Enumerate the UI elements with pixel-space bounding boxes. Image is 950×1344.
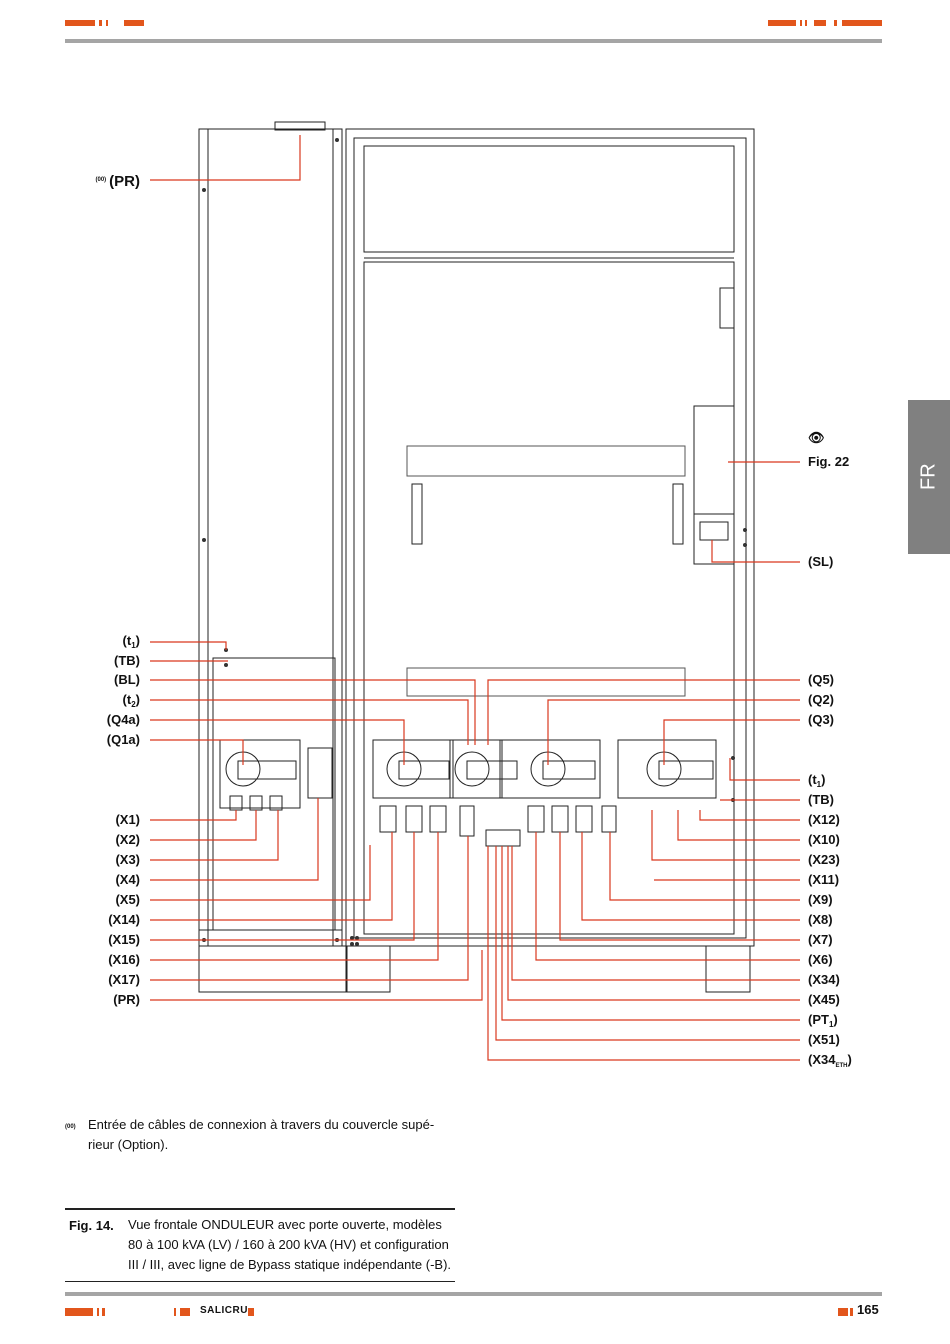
label-x11: (X11) [808, 872, 840, 887]
page-number: 165 [857, 1302, 879, 1317]
label-x23: (X23) [808, 852, 840, 867]
label-t2: (t2) [122, 692, 140, 709]
label-pt1: (PT1) [808, 1012, 838, 1029]
label-x7: (X7) [808, 932, 833, 947]
label-q1a: (Q1a) [106, 732, 140, 747]
label-q5: (Q5) [808, 672, 834, 687]
label-q2: (Q2) [808, 692, 834, 707]
label-tb-right: (TB) [808, 792, 834, 807]
label-pr: (PR) [113, 992, 140, 1007]
footer-rule [65, 1292, 882, 1296]
figure-number: Fig. 14. [69, 1218, 114, 1233]
footnote-marker: (00) [65, 1124, 76, 1130]
footnote: (00) Entrée de câbles de connexion à tra… [65, 1115, 450, 1155]
label-x16: (X16) [108, 952, 140, 967]
label-x34: (X34) [808, 972, 840, 987]
label-x45: (X45) [808, 992, 840, 1007]
label-x34-eth: (X34ETH) [808, 1052, 852, 1069]
eye-icon: 👁︎ [808, 430, 825, 445]
label-x5: (X5) [115, 892, 140, 907]
label-x9: (X9) [808, 892, 833, 907]
label-x15: (X15) [108, 932, 140, 947]
footnote-text: Entrée de câbles de connexion à travers … [88, 1117, 435, 1152]
label-x2: (X2) [115, 832, 140, 847]
label-x3: (X3) [115, 852, 140, 867]
label-pr-top: (00)(PR) [95, 173, 141, 190]
label-fig22: Fig. 22 [808, 454, 850, 469]
language-tab: FR [908, 400, 950, 554]
footer-brand: SALICRU [200, 1305, 248, 1316]
label-tb-left: (TB) [114, 653, 140, 668]
label-x1: (X1) [115, 812, 140, 827]
label-sl: (SL) [808, 554, 834, 569]
figure-caption: Fig. 14. Vue frontale ONDULEUR avec port… [65, 1208, 455, 1282]
label-q3: (Q3) [808, 712, 834, 727]
label-t1-right: (t1) [808, 772, 826, 789]
label-x51: (X51) [808, 1032, 840, 1047]
label-t1-left: (t1) [122, 633, 140, 650]
figure-caption-text: Vue frontale ONDULEUR avec porte ouverte… [128, 1217, 452, 1272]
label-x17: (X17) [108, 972, 140, 987]
label-bl: (BL) [114, 672, 140, 687]
label-q4a: (Q4a) [106, 712, 140, 727]
label-x10: (X10) [808, 832, 840, 847]
header-rule [65, 39, 882, 43]
label-x14: (X14) [108, 912, 140, 927]
label-x6: (X6) [808, 952, 833, 967]
label-x4: (X4) [115, 872, 140, 887]
label-x8: (X8) [808, 912, 833, 927]
label-x12: (X12) [808, 812, 840, 827]
